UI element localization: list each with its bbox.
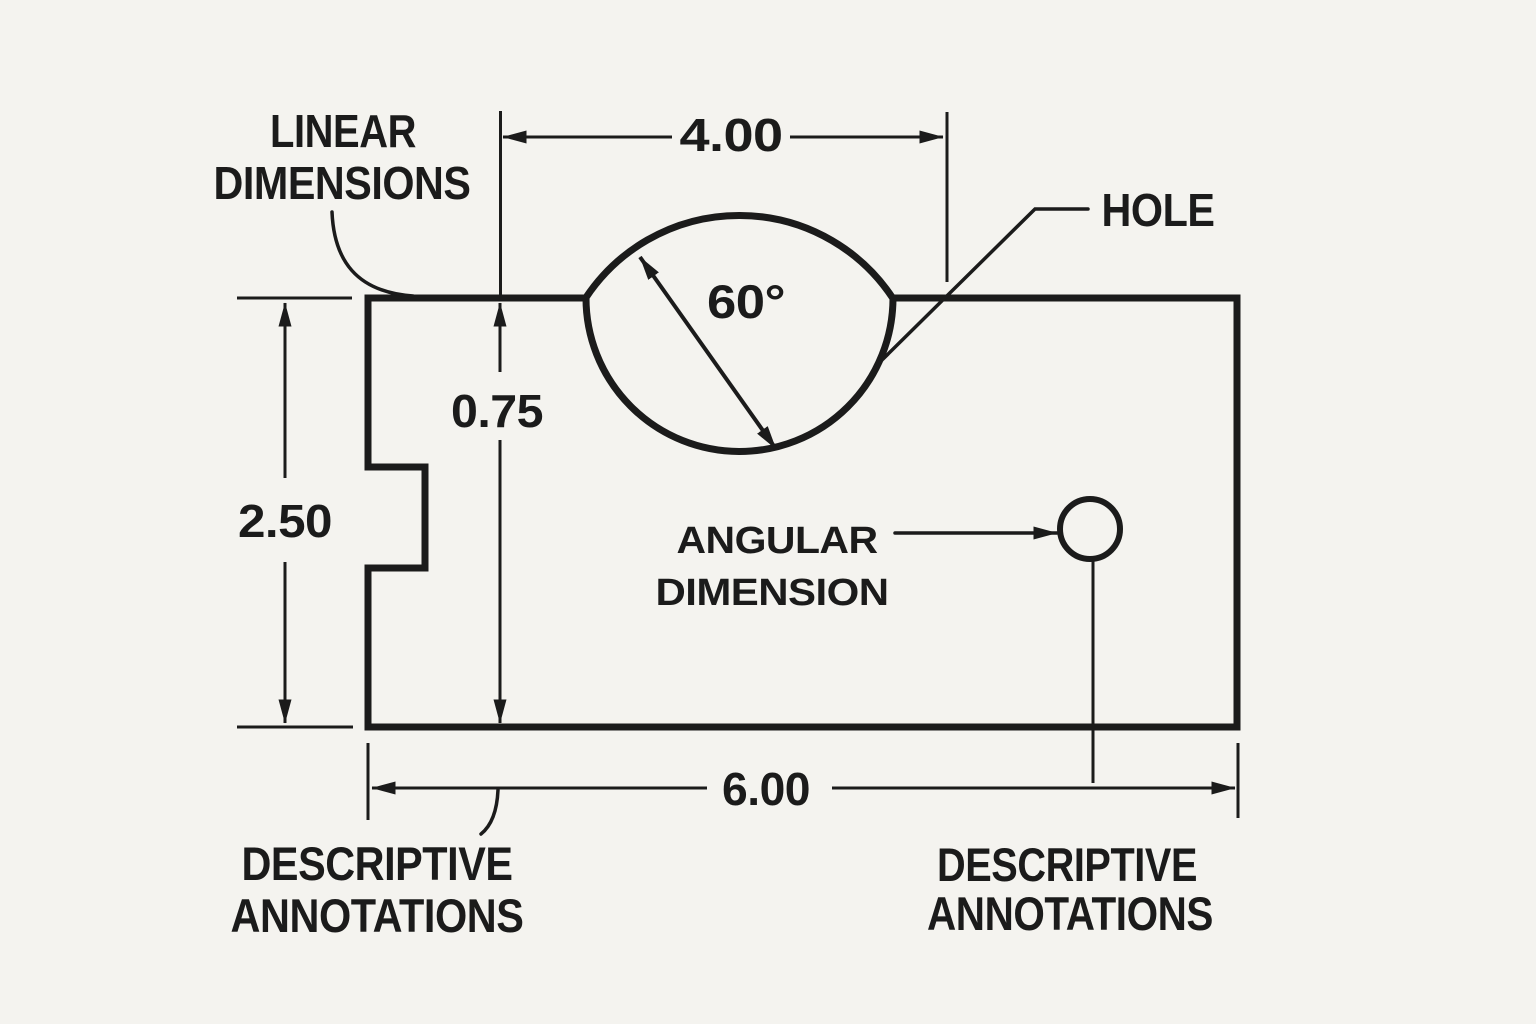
dim-60-value: 60°: [707, 275, 785, 328]
callout-descriptive-annotations-right: DESCRIPTIVE ANNOTATIONS: [927, 838, 1214, 940]
dim-60-double-arrow: [638, 255, 778, 451]
descriptive-annotations-right-line1: DESCRIPTIVE: [937, 838, 1197, 891]
dimension-inner-depth: 0.75: [451, 302, 544, 724]
part-outline: [364, 294, 1241, 731]
callout-angular-dimension: ANGULAR DIMENSION: [656, 520, 1059, 614]
angular-dimension-label-line1: ANGULAR: [677, 520, 878, 562]
dim-6-00-value: 6.00: [722, 763, 810, 815]
small-hole-circle: [1057, 496, 1123, 562]
descriptive-annotations-right-line2: ANNOTATIONS: [927, 887, 1213, 940]
descriptive-annotations-left-line1: DESCRIPTIVE: [242, 837, 513, 890]
descriptive-annotations-leader-curve: [479, 788, 500, 836]
dim-0-75-value: 0.75: [451, 385, 543, 437]
linear-dimensions-label-line1: LINEAR: [270, 105, 416, 157]
extension-lines: [237, 111, 1240, 820]
callout-hole: HOLE: [880, 184, 1215, 362]
linear-dimensions-leader-curve: [330, 210, 415, 298]
hole-leader-line: [880, 207, 1090, 362]
callout-linear-dimensions: LINEAR DIMENSIONS: [214, 105, 471, 298]
dimension-top-width: 4.00: [502, 109, 944, 161]
angular-dimension-label-line2: DIMENSION: [656, 572, 889, 614]
dim-2-50-value: 2.50: [238, 495, 332, 547]
hole-label: HOLE: [1102, 184, 1215, 236]
dim-4-00-value: 4.00: [680, 109, 783, 161]
dimension-bottom-width: 6.00: [371, 763, 1236, 815]
dimension-left-height: 2.50: [238, 302, 333, 724]
dimension-hole-angle: 60°: [638, 255, 786, 451]
linear-dimensions-label-line2: DIMENSIONS: [214, 157, 471, 209]
descriptive-annotations-left-line2: ANNOTATIONS: [231, 889, 524, 942]
callout-descriptive-annotations-left: DESCRIPTIVE ANNOTATIONS: [231, 788, 524, 942]
